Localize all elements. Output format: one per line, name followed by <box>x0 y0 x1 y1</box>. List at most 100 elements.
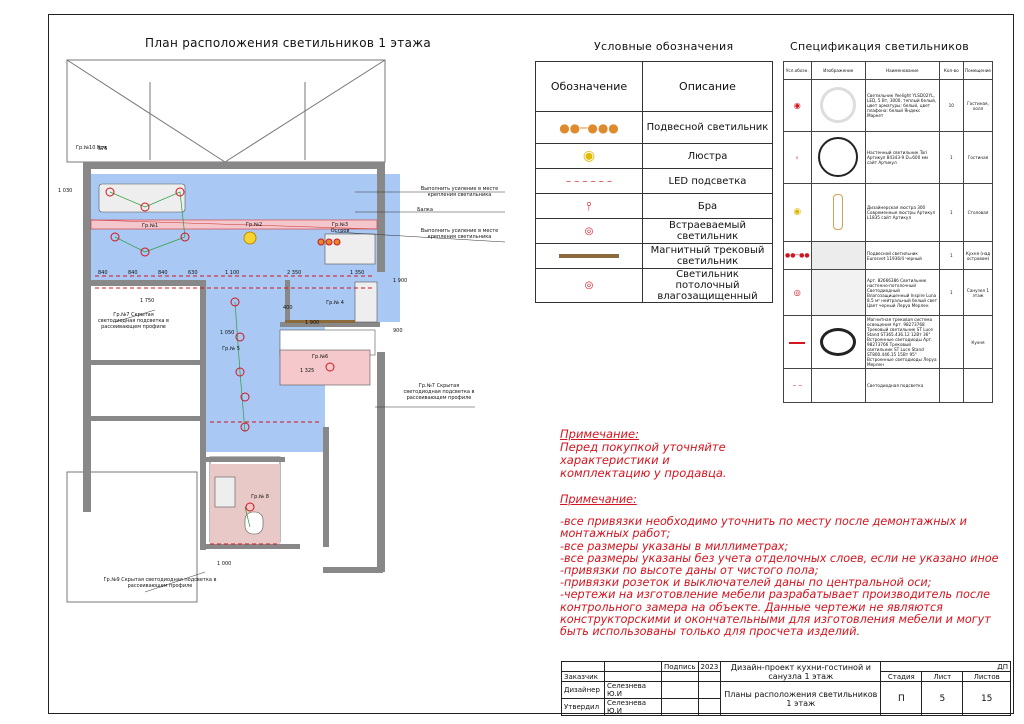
pendant-icon <box>317 238 341 246</box>
group-label: Гр.№ 4 <box>326 300 344 306</box>
sconce-image <box>810 131 866 184</box>
chandelier-icon <box>243 231 257 245</box>
dimension: 900 <box>393 328 403 334</box>
spec-room: Столовая <box>962 183 994 242</box>
dimension: 1 900 <box>305 320 320 326</box>
spec-header: Наименование <box>864 61 940 80</box>
tb-customer: Заказчик <box>561 671 605 682</box>
floor-plan <box>66 59 506 603</box>
spec-name: Светильник Yeelight YLSD02YL, LED, 5 Вт,… <box>864 79 940 132</box>
legend-table: Обозначение Описание ●●─●●●Подвесной све… <box>535 61 773 303</box>
note-1-heading: Примечание: <box>560 427 639 441</box>
spec-qty: 1 <box>938 241 964 270</box>
spec-name: Подвесной светильник Eurosvet 11936/4 че… <box>864 241 940 270</box>
callout-gr9: Гр.№9 Скрытая светодиодная подсветка в р… <box>103 577 217 589</box>
chandelier-symbol-icon: ◉ <box>783 183 812 242</box>
spec-room <box>962 368 994 403</box>
tb-sheets-h: Листов <box>962 671 1011 682</box>
spec-qty: 1 <box>938 131 964 184</box>
tb-approved: Утвердил <box>561 698 605 716</box>
spec-title: Спецификация светильников <box>790 40 970 53</box>
legend-desc: Бра <box>642 193 773 219</box>
legend-head-symbol: Обозначение <box>535 61 643 112</box>
note-line: -чертежи на изготовление мебели разрабат… <box>560 588 991 639</box>
spot-image <box>810 79 866 132</box>
spec-name: Светодиодная подсветка <box>864 368 940 403</box>
track-symbol-icon <box>783 315 812 369</box>
tb-designer: Дизайнер <box>561 681 605 699</box>
dimension: 400 <box>283 305 293 311</box>
chandelier-symbol-icon: ◉ <box>535 143 643 169</box>
tb-year: 2023 <box>697 661 722 672</box>
spec-table: Усл.обозн. Изображение Наименование Кол-… <box>783 61 994 403</box>
drawing-frame <box>48 14 1014 714</box>
group-label: Гр.№1 <box>142 223 159 229</box>
sconce-symbol-icon: ⫯ <box>535 193 643 219</box>
callout-reinforce-2: Выполнить усиление в месте крепления све… <box>420 228 499 240</box>
tb-sheet-title: Планы расположения светильников 1 этаж <box>720 681 882 716</box>
recessed-symbol-icon: ◎ <box>535 218 643 244</box>
spec-header: Изображение <box>810 61 866 80</box>
recessed-symbol-icon: ◉ <box>783 79 812 132</box>
walls <box>83 162 385 573</box>
dimension: 1 050 <box>220 330 235 336</box>
led-symbol-icon: – – <box>783 368 812 403</box>
legend-desc: LED подсветка <box>642 168 773 194</box>
pendant-symbol-icon: ●●─●●● <box>535 111 643 144</box>
legend-desc: Подвесной светильник <box>642 111 773 144</box>
legend-desc: Люстра <box>642 143 773 169</box>
tb-stage: П <box>880 681 923 716</box>
pendant-symbol-icon: ●●─●● <box>783 241 812 270</box>
group-label: Гр.№ 5 <box>222 346 240 352</box>
ceiling-light-image <box>810 269 866 316</box>
ceiling-symbol-icon: ◎ <box>535 268 643 303</box>
note-2-heading: Примечание: <box>560 493 637 506</box>
note-line: -все размеры указаны без учета отделочны… <box>560 551 999 565</box>
spec-name: Дизайнерская люстра 300 Современные люст… <box>864 183 940 242</box>
spec-qty <box>938 368 964 403</box>
dimension: 1 900 <box>393 278 408 284</box>
track-light-icon <box>285 320 355 323</box>
led-symbol-icon: – – – – – – <box>535 168 643 194</box>
empty-image <box>810 368 866 403</box>
tb-designer-name: Селезнева Ю.И <box>604 681 662 699</box>
spec-qty: 1 <box>938 269 964 316</box>
dimension: 630 <box>188 270 198 276</box>
note-line: -привязки по высоте даны от чистого пола… <box>560 564 819 578</box>
group-label: Гр.№6 <box>312 354 329 360</box>
dimension: 840 <box>128 270 138 276</box>
sconce-symbol-icon: ⫯ <box>783 131 812 184</box>
dimension: 1 030 <box>58 188 73 194</box>
spec-room: Кухня (над островом) <box>962 241 994 270</box>
note-line: -привязки розеток и выключателей даны по… <box>560 576 932 590</box>
spec-room: Санузел 1 этаж <box>962 269 994 316</box>
tb-approved-name: Селезнева Ю.И <box>604 698 662 716</box>
dimension: 1 750 <box>140 298 155 304</box>
callout-reinforce-1: Выполнить усиление в месте крепления све… <box>420 186 499 198</box>
dimension: 1 325 <box>300 368 315 374</box>
note-line: -все размеры указаны в миллиметрах; <box>560 539 789 553</box>
track-image <box>810 315 866 369</box>
dimension: 1 000 <box>217 561 232 567</box>
callout-beam: Балка <box>417 207 433 213</box>
callout-gr7-right: Гр.№7 Скрытая светодиодная подсветка в р… <box>403 383 475 401</box>
note-2: Примечание: -все привязки необходимо уто… <box>560 493 1000 639</box>
dimension: 840 <box>98 270 108 276</box>
note-line: -все привязки необходимо уточнить по мес… <box>560 515 967 541</box>
sofa <box>98 183 186 213</box>
spec-name: Настенный светильник Tori Артикул 84343-… <box>864 131 940 184</box>
dimension: 840 <box>158 270 168 276</box>
legend-head-desc: Описание <box>642 61 773 112</box>
legend-desc: Встраеваемый светильник <box>642 218 773 244</box>
tb-project: Дизайн-проект кухни-гостиной и санузла 1… <box>720 661 882 682</box>
group-label: Гр.№2 <box>246 222 263 228</box>
callout-gr7-left: Гр.№7 Скрытая светодиодная подсветка в р… <box>98 312 169 330</box>
tb-sheet-h: Лист <box>921 671 964 682</box>
note-1: Примечание: Перед покупкой уточняйте хар… <box>560 428 760 480</box>
legend-title: Условные обозначения <box>594 40 734 53</box>
group-label: Гр.№ 8 <box>251 494 269 500</box>
title-block: Подпись 2023 Дизайн-проект кухни-гостино… <box>561 661 1011 716</box>
legend-desc: Светильник потолочный влагозащищенный <box>642 268 773 303</box>
spec-room: Гостиная, холл <box>962 79 994 132</box>
spec-header: Усл.обозн. <box>783 61 812 80</box>
